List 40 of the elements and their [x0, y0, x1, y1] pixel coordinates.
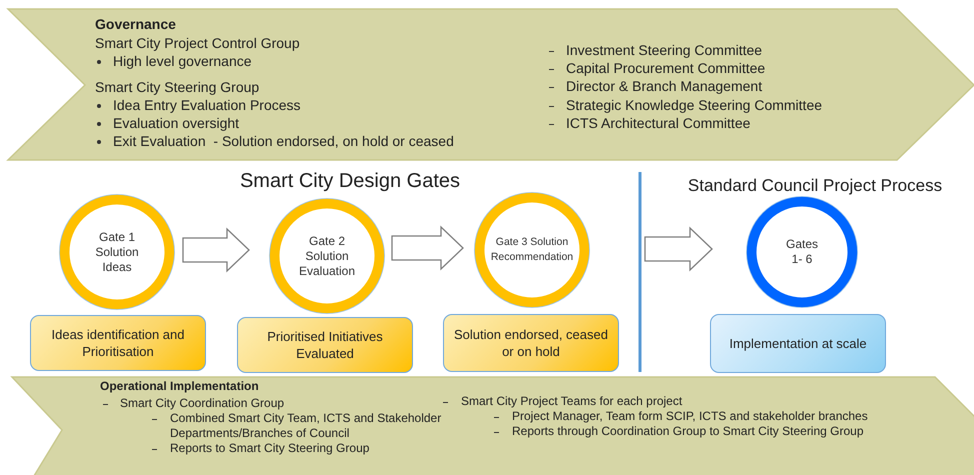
list-item: ICTS Architectural Committee: [566, 115, 750, 132]
list-item: Reports through Coordination Group to Smart City Steering Group: [512, 424, 864, 439]
list-item: Smart City Project Teams for each project: [461, 394, 682, 409]
list-item: High level governance: [113, 53, 252, 70]
section-title: Smart City Design Gates: [240, 170, 460, 193]
gate-ring: [269, 198, 385, 314]
list-item: Evaluation oversight: [113, 115, 240, 132]
list-item: Exit Evaluation - Solution endorsed, on hold or ceased: [113, 133, 454, 150]
list-item: Project Manager, Team form SCIP, ICTS and stakeholder branches: [512, 409, 868, 424]
list-item: Idea Entry Evaluation Process: [113, 97, 301, 114]
gate-label: Gate 3 Solution Recommendation: [490, 235, 574, 265]
block-arrow: [644, 226, 713, 272]
section-heading: Governance: [95, 16, 176, 33]
list-item: Strategic Knowledge Steering Committee: [566, 97, 822, 114]
card-text: Solution endorsed, ceased or on hold: [453, 326, 609, 360]
card-text: Ideas identification and Prioritisation: [50, 326, 186, 360]
gate-label: Gate 1 Solution Ideas: [94, 230, 140, 274]
gate-label: Gate 2 Solution Evaluation: [298, 234, 356, 278]
outcome-card: [237, 317, 413, 373]
list-item: Investment Steering Committee: [566, 42, 762, 59]
list-item: Smart City Project Control Group: [95, 35, 300, 52]
list-item: Combined Smart City Team, ICTS and Stakeholder Departments/Branches of Council: [170, 411, 442, 441]
list-item: Reports to Smart City Steering Group: [170, 441, 370, 456]
gate-ring: [746, 196, 858, 308]
list-item: Smart City Steering Group: [95, 79, 260, 96]
outcome-card: [710, 314, 886, 373]
block-arrow: [391, 225, 464, 271]
list-item: Capital Procurement Committee: [566, 60, 766, 77]
card-text: Prioritised Initiatives Evaluated: [266, 328, 384, 362]
gate-ring: [474, 192, 590, 308]
list-item: Director & Branch Management: [566, 78, 762, 95]
outcome-card: [443, 314, 619, 372]
outcome-card: [30, 315, 206, 371]
list-item: Smart City Coordination Group: [120, 396, 284, 411]
section-heading: Operational Implementation: [100, 379, 259, 394]
card-text: Implementation at scale: [728, 335, 868, 352]
gate-ring: [59, 194, 175, 310]
section-title: Standard Council Project Process: [688, 176, 942, 196]
gate-label: Gates 1- 6: [784, 237, 819, 267]
block-arrow: [182, 227, 250, 273]
